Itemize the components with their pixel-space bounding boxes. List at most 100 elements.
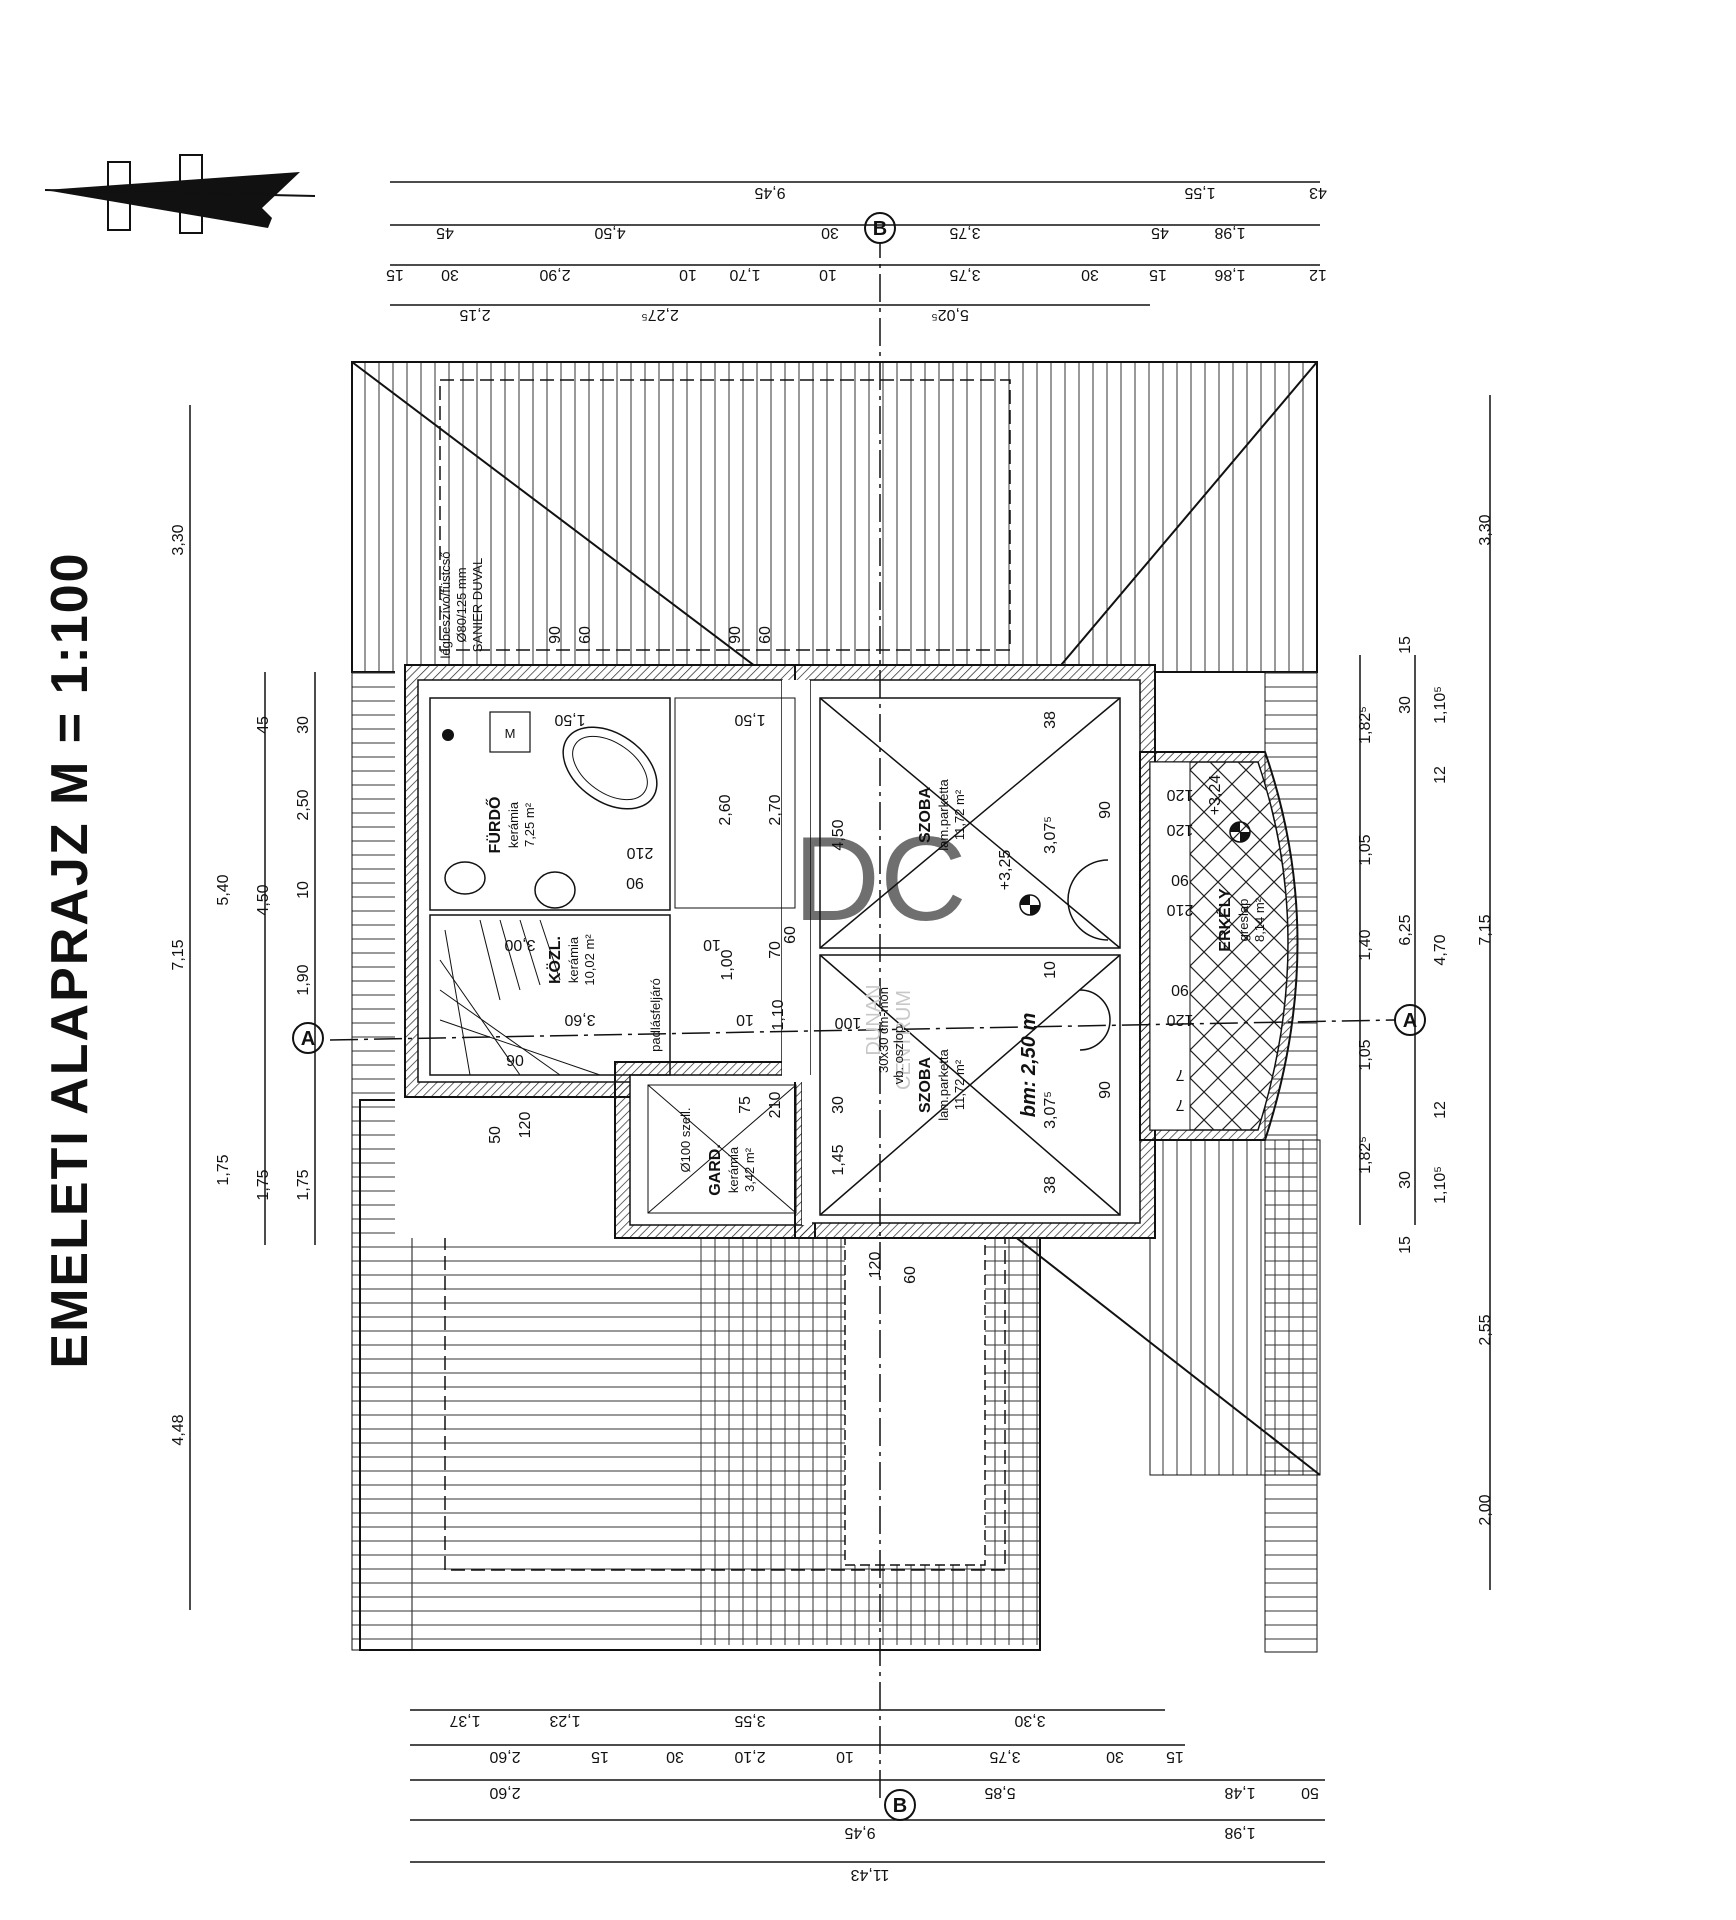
svg-text:SANIER DUVAL: SANIER DUVAL: [470, 558, 485, 652]
svg-text:12: 12: [1432, 1101, 1449, 1119]
svg-text:30: 30: [821, 224, 839, 241]
svg-text:1,70: 1,70: [729, 266, 760, 283]
svg-text:CENTRUM: CENTRUM: [893, 990, 915, 1090]
svg-text:38: 38: [1042, 711, 1059, 729]
svg-text:120: 120: [1167, 821, 1194, 838]
svg-text:1,75: 1,75: [255, 1169, 272, 1200]
svg-text:3,75: 3,75: [949, 266, 980, 283]
svg-text:60: 60: [757, 626, 774, 644]
svg-text:4,50: 4,50: [830, 819, 847, 850]
svg-text:3,75: 3,75: [989, 1748, 1020, 1765]
svg-text:1,90: 1,90: [295, 964, 312, 995]
svg-text:SZOBA: SZOBA: [917, 787, 934, 843]
svg-text:1,50: 1,50: [554, 711, 585, 728]
svg-text:kerámia: kerámia: [566, 936, 581, 983]
svg-text:120: 120: [1167, 786, 1194, 803]
svg-text:5,02⁵: 5,02⁵: [931, 306, 969, 323]
svg-text:120: 120: [1167, 1011, 1194, 1028]
svg-text:15: 15: [1397, 636, 1414, 654]
svg-text:15: 15: [1149, 266, 1167, 283]
svg-text:06: 06: [506, 1051, 524, 1068]
svg-text:90: 90: [547, 626, 564, 644]
svg-text:30: 30: [1397, 1171, 1414, 1189]
building-walls: M: [395, 664, 1156, 1239]
vent-note: légbeszívó/füstcső Ø80/125 mm SANIER DUV…: [438, 552, 485, 659]
svg-text:2,15: 2,15: [459, 306, 490, 323]
svg-text:1,55: 1,55: [1184, 184, 1215, 201]
dimension-labels-right: 3,30 7,15 2,55 2,00 6,25 4,70 1,82⁵ 1,05…: [1357, 514, 1494, 1525]
svg-text:7,15: 7,15: [1477, 914, 1494, 945]
svg-text:30: 30: [1081, 266, 1099, 283]
interior-dimensions: 90 60 90 60 1,50 1,50 2,60 2,70 4,50 210…: [487, 626, 1193, 1284]
svg-text:Ø80/125 mm: Ø80/125 mm: [454, 567, 469, 642]
svg-text:1,75: 1,75: [215, 1154, 232, 1185]
level-note-1: +3,25: [997, 850, 1014, 891]
svg-text:4,70: 4,70: [1432, 934, 1449, 965]
svg-text:1,00: 1,00: [719, 949, 736, 980]
svg-text:3,30: 3,30: [1014, 1712, 1045, 1729]
svg-text:7,15: 7,15: [170, 939, 187, 970]
svg-text:6,25: 6,25: [1397, 914, 1414, 945]
svg-text:4,50: 4,50: [255, 884, 272, 915]
svg-text:210: 210: [767, 1092, 784, 1119]
svg-text:90: 90: [626, 874, 644, 891]
svg-text:7: 7: [1175, 1096, 1184, 1113]
svg-text:45: 45: [1151, 224, 1169, 241]
svg-text:50: 50: [1301, 1784, 1319, 1801]
balcony: [1139, 751, 1299, 1141]
svg-text:2,27⁵: 2,27⁵: [641, 306, 679, 323]
svg-text:70: 70: [767, 941, 784, 959]
svg-text:10: 10: [1042, 961, 1059, 979]
svg-text:1,45: 1,45: [830, 1144, 847, 1175]
svg-text:100: 100: [835, 1014, 862, 1031]
svg-text:43: 43: [1309, 184, 1327, 201]
svg-text:90: 90: [1171, 871, 1189, 888]
svg-text:GARD.: GARD.: [707, 1144, 724, 1196]
svg-text:1,40: 1,40: [1357, 929, 1374, 960]
svg-text:1,10: 1,10: [770, 999, 787, 1030]
room-label-szoba-2: SZOBA lam.parketta 11,72 m²: [917, 1048, 967, 1120]
svg-text:60: 60: [902, 1266, 919, 1284]
room-label-kozl: KÖZL. kerámia 10,02 m²: [545, 934, 597, 986]
svg-text:2,50: 2,50: [295, 789, 312, 820]
svg-text:2,60: 2,60: [489, 1748, 520, 1765]
svg-text:7,25 m²: 7,25 m²: [522, 802, 537, 847]
axis-lines: [329, 230, 1396, 1800]
svg-text:11,72 m²: 11,72 m²: [952, 1059, 967, 1110]
svg-text:3,55: 3,55: [734, 1712, 765, 1729]
svg-text:9,45: 9,45: [844, 1824, 875, 1841]
level-note-2: +3,24: [1207, 775, 1224, 816]
shaft-note: Ø100 szell.: [678, 1107, 693, 1172]
svg-text:60: 60: [782, 926, 799, 944]
svg-text:2,60: 2,60: [717, 794, 734, 825]
svg-text:FÜRDŐ: FÜRDŐ: [485, 797, 504, 854]
svg-text:15: 15: [1397, 1236, 1414, 1254]
svg-text:1,37: 1,37: [449, 1712, 480, 1729]
svg-text:30: 30: [666, 1748, 684, 1765]
column-note-1: 30x30 cm-mon: [876, 987, 891, 1073]
svg-text:3,60: 3,60: [564, 1011, 595, 1028]
svg-text:11,43: 11,43: [850, 1866, 889, 1883]
svg-text:1,82⁵: 1,82⁵: [1357, 1136, 1374, 1174]
svg-text:kerámia: kerámia: [506, 801, 521, 848]
svg-text:10: 10: [703, 936, 721, 953]
svg-text:ERKÉLY: ERKÉLY: [1215, 888, 1234, 952]
watermark-logo: DC DUNAN CENTRUM: [793, 812, 966, 1090]
svg-text:2,60: 2,60: [489, 1784, 520, 1801]
room-label-szoba-1: SZOBA lam.parketta 11,72 m²: [917, 778, 967, 850]
svg-text:50: 50: [487, 1126, 504, 1144]
svg-text:10: 10: [295, 881, 312, 899]
svg-text:30: 30: [295, 716, 312, 734]
svg-text:30: 30: [830, 1096, 847, 1114]
axis-marker-a-left: A: [292, 1022, 324, 1054]
dimension-lines: [189, 181, 1491, 1863]
svg-text:11,72 m²: 11,72 m²: [952, 789, 967, 840]
svg-text:3,07⁵: 3,07⁵: [1042, 816, 1059, 854]
svg-text:DUNAN: DUNAN: [863, 984, 885, 1055]
svg-text:1,05: 1,05: [1357, 834, 1374, 865]
level-marker-icon: [1019, 821, 1251, 916]
svg-text:10: 10: [679, 266, 697, 283]
svg-text:8,14 m²: 8,14 m²: [1252, 897, 1267, 942]
svg-text:9,45: 9,45: [754, 184, 785, 201]
